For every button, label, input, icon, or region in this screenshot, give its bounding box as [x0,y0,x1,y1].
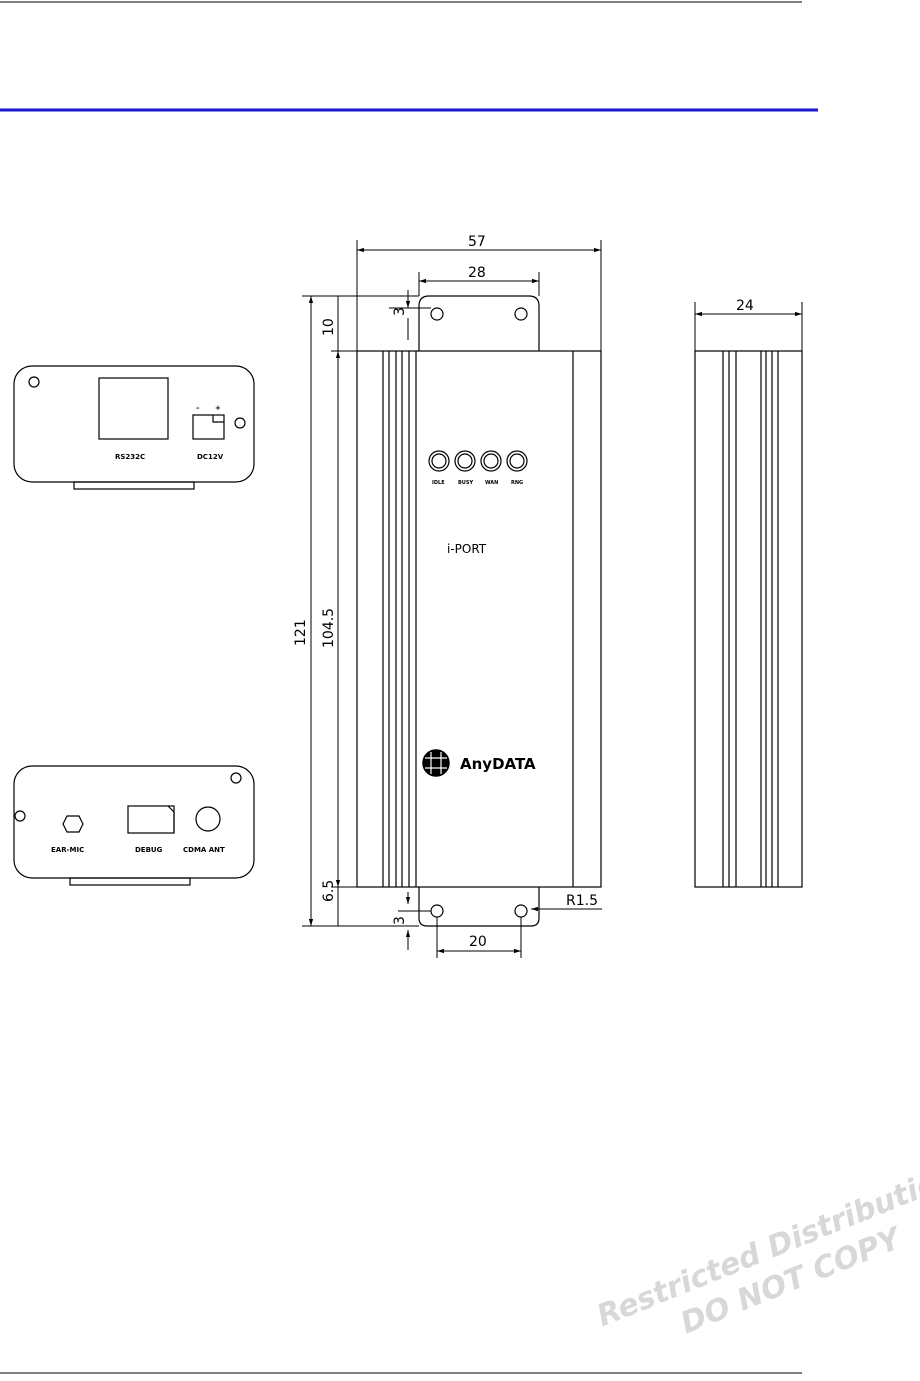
led-label-wan: WAN [485,480,498,486]
dim-hole-offset-top: 3 [392,307,408,316]
led-label-rng: RNG [511,480,523,486]
polarity-plus-label: + [215,404,221,412]
anydata-logo-icon [423,750,449,776]
polarity-minus-label: – [196,404,200,412]
dim-hole-spacing-top: 28 [468,265,486,281]
dim-tab-height: 10 [321,318,337,336]
brand-name: AnyDATA [460,755,536,773]
rear-port-3-label: CDMA ANT [183,846,225,854]
front-port-2-label: DC12V [197,453,224,461]
debug-port [128,806,174,833]
mounting-hole-tr [515,308,527,320]
dim-hole-offset-bottom: 3 [392,916,408,925]
top-view-body [357,296,601,926]
mounting-hole-bl [431,905,443,917]
rear-port-2-label: DEBUG [135,846,163,854]
product-name: i-PORT [447,542,487,556]
rear-port-1-label: EAR-MIC [51,846,84,854]
rear-panel-view [14,766,254,885]
dc12v-port [193,415,224,439]
rs232c-port [99,378,168,439]
led-label-busy: BUSY [458,480,473,486]
dim-width: 57 [468,234,486,250]
dim-depth: 24 [736,298,754,314]
dim-body-length: 104.5 [321,608,337,648]
dimension-lines [302,240,802,958]
dim-tab-height-bottom: 6.5 [321,880,337,902]
ear-mic-jack [63,816,83,832]
mounting-hole-tl [431,308,443,320]
dim-hole-spacing-bottom: 20 [469,934,487,950]
cdma-ant-connector [196,807,220,831]
dim-radius: R1.5 [566,893,598,909]
front-panel-view [14,366,254,489]
led-label-idle: IDLE [432,480,445,486]
mounting-hole-br [515,905,527,917]
dim-total-length: 121 [293,619,309,646]
front-port-1-label: RS232C [115,453,145,461]
side-view-body [695,351,802,887]
watermark: Restricted Distribution DO NOT COPY [592,1157,920,1369]
